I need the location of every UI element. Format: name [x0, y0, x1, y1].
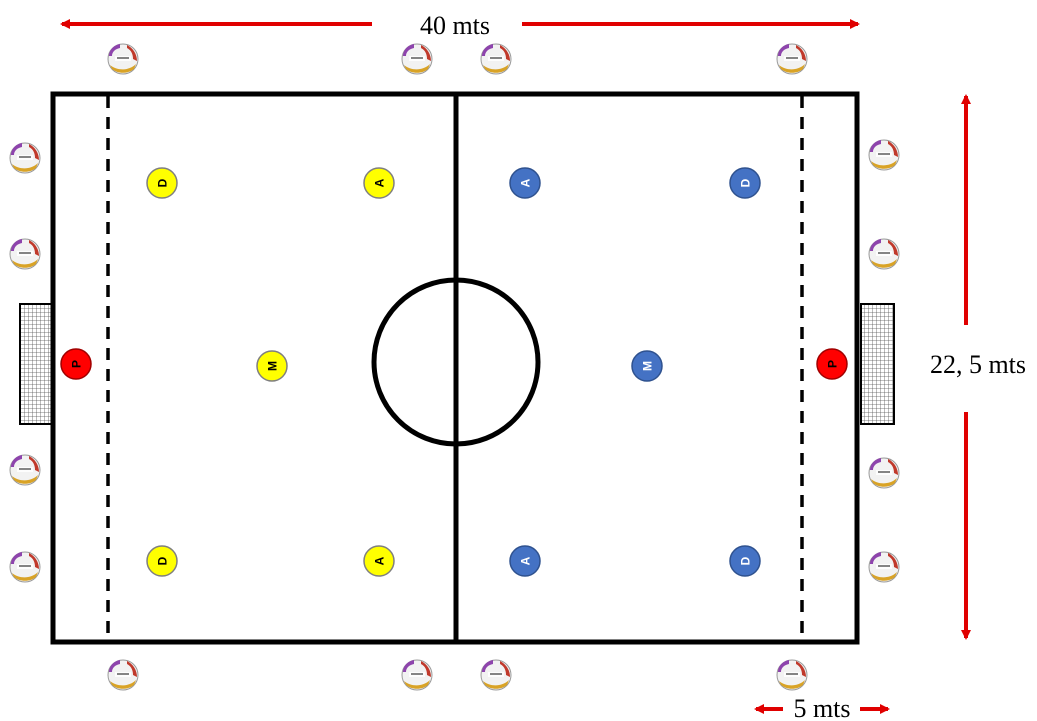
soccer-ball-icon — [10, 239, 40, 269]
player-label: D — [739, 556, 753, 565]
yellow-defender-top: D — [147, 168, 177, 198]
soccer-ball-icon — [402, 44, 432, 74]
yellow-midfielder: M — [257, 351, 287, 381]
soccer-ball-icon — [869, 140, 899, 170]
player-label: P — [70, 360, 84, 368]
yellow-attacker-bottom: A — [364, 546, 394, 576]
soccer-ball-icon — [481, 44, 511, 74]
goalkeeper-left: P — [61, 349, 91, 379]
player-label: A — [373, 178, 387, 187]
player-label: A — [519, 556, 533, 565]
player-label: A — [519, 178, 533, 187]
player-label: D — [156, 556, 170, 565]
soccer-ball-icon — [402, 660, 432, 690]
soccer-ball-icon — [10, 455, 40, 485]
player-label: A — [373, 556, 387, 565]
soccer-ball-icon — [777, 44, 807, 74]
soccer-ball-icon — [869, 239, 899, 269]
goalkeeper-right: P — [817, 349, 847, 379]
soccer-ball-icon — [777, 660, 807, 690]
player-label: D — [739, 178, 753, 187]
soccer-ball-icon — [869, 458, 899, 488]
soccer-ball-icon — [481, 660, 511, 690]
blue-defender-top: D — [730, 168, 760, 198]
blue-midfielder: M — [632, 351, 662, 381]
blue-defender-bottom: D — [730, 546, 760, 576]
soccer-ball-icon — [10, 143, 40, 173]
length-label: 40 mts — [420, 11, 490, 40]
yellow-attacker-top: A — [364, 168, 394, 198]
blue-attacker-bottom: A — [510, 546, 540, 576]
player-label: M — [641, 361, 655, 371]
left-goal-net — [20, 304, 53, 424]
soccer-ball-icon — [108, 44, 138, 74]
player-label: P — [826, 360, 840, 368]
zone-label: 5 mts — [793, 694, 850, 721]
soccer-ball-icon — [10, 552, 40, 582]
yellow-defender-bottom: D — [147, 546, 177, 576]
soccer-ball-icon — [869, 552, 899, 582]
player-label: D — [156, 178, 170, 187]
player-label: M — [266, 361, 280, 371]
right-goal-net — [861, 304, 894, 424]
blue-attacker-top: A — [510, 168, 540, 198]
width-label: 22, 5 mts — [930, 350, 1026, 379]
soccer-ball-icon — [108, 660, 138, 690]
